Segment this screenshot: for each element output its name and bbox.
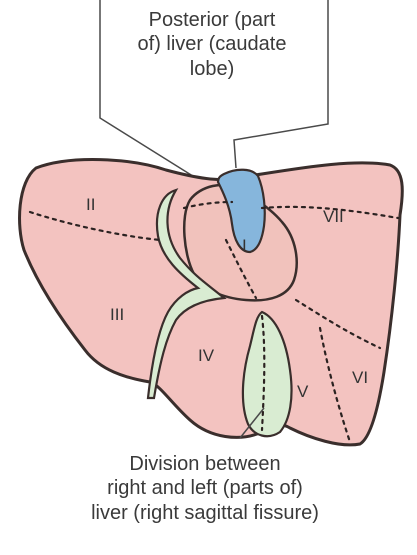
fissure-label-line-1: Division between: [40, 452, 370, 476]
segment-v-label: V: [297, 382, 308, 402]
fissure-label-line-3: liver (right sagittal fissure): [40, 501, 370, 525]
segment-i-label: I: [242, 236, 247, 256]
caudate-lobe-label: Posterior (part of) liver (caudate lobe): [112, 8, 312, 81]
segment-vi-label: VI: [352, 368, 368, 388]
fissure-label-line-2: right and left (parts of): [40, 476, 370, 500]
segment-iii-label: III: [110, 305, 124, 325]
caudate-label-line-2: of) liver (caudate: [112, 32, 312, 56]
segment-ii-label: II: [86, 195, 95, 215]
caudate-label-line-1: Posterior (part: [112, 8, 312, 32]
segment-iv-label: IV: [198, 346, 214, 366]
caudate-label-line-3: lobe): [112, 57, 312, 81]
fissure-label: Division between right and left (parts o…: [40, 452, 370, 525]
segment-vii-label: VII: [323, 207, 344, 227]
